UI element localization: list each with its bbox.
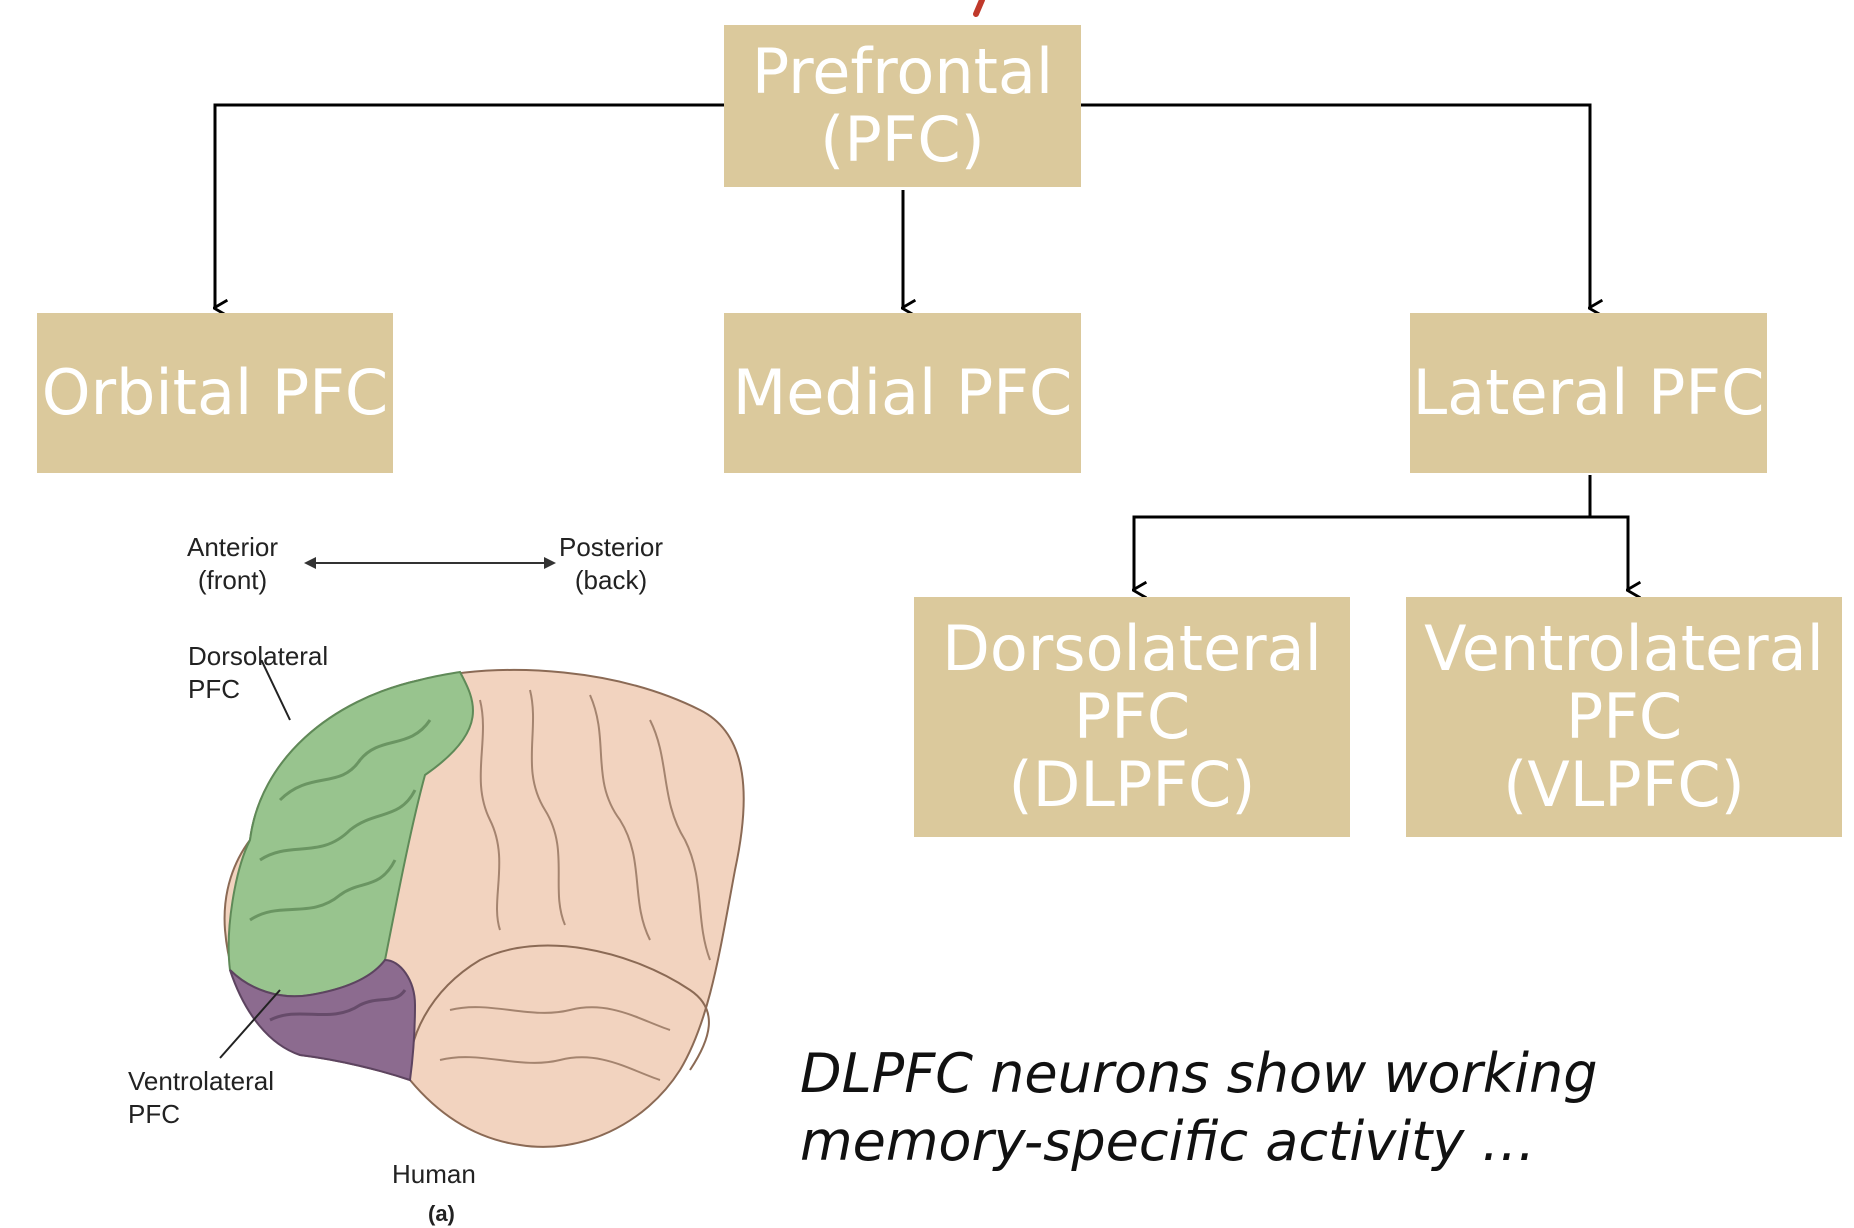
caption-line1: DLPFC neurons show working [800, 1042, 1598, 1105]
anterior-sub-text: (front) [197, 564, 268, 595]
temporal-lobe [408, 944, 710, 1081]
connector-root-to-lateral [1081, 103, 1590, 308]
box-vlpfc-line2: PFC [1565, 679, 1683, 753]
dlpfc-gyri [249, 719, 432, 922]
species-label: Human [392, 1159, 476, 1189]
ventrolateral-callout-line1: Ventrolateral [128, 1066, 274, 1096]
posterior-text: Posterior [559, 532, 664, 562]
posterior-label: Posterior (back) [559, 531, 663, 596]
ventrolateral-callout: Ventrolateral PFC [128, 1065, 274, 1130]
gyri-lines [439, 689, 711, 1081]
dorsolateral-callout-line1: Dorsolateral [188, 641, 329, 671]
title-fragment [973, 0, 985, 17]
box-vlpfc-line1: Ventrolateral [1424, 611, 1824, 685]
connector-lateral-to-vlpfc [1590, 515, 1628, 590]
box-orbital-pfc-label: Orbital PFC [41, 355, 389, 429]
dlpfc-leader-line [260, 660, 291, 721]
box-medial-pfc-label: Medial PFC [732, 355, 1073, 429]
anterior-text: Anterior [187, 532, 279, 562]
box-vlpfc: Ventrolateral PFC (VLPFC) [1406, 597, 1842, 837]
connector-lateral-to-dlpfc [1134, 515, 1590, 590]
box-vlpfc-line3: (VLPFC) [1503, 748, 1745, 822]
box-medial-pfc: Medial PFC [724, 313, 1081, 473]
connector-root-to-orbital [215, 103, 724, 308]
ventrolateral-callout-line2: PFC [128, 1098, 180, 1129]
vlpfc-gyri [269, 989, 407, 1022]
box-prefrontal: Prefrontal (PFC) [724, 25, 1081, 187]
panel-label: (a) [428, 1201, 455, 1226]
box-prefrontal-line2: (PFC) [820, 103, 985, 176]
box-prefrontal-line1: Prefrontal [751, 34, 1054, 108]
box-dlpfc-line2: PFC [1073, 679, 1191, 753]
dorsolateral-callout-line2: PFC [188, 673, 240, 704]
box-dlpfc-line3: (DLPFC) [1008, 748, 1256, 822]
caption: DLPFC neurons show working memory-specif… [800, 1040, 1800, 1175]
vlpfc-leader-line [219, 989, 281, 1059]
anterior-label: Anterior (front) [187, 531, 278, 596]
box-orbital-pfc: Orbital PFC [37, 313, 393, 473]
posterior-sub-text: (back) [574, 564, 648, 595]
dorsolateral-callout: Dorsolateral PFC [188, 640, 328, 705]
vlpfc-region [229, 958, 417, 1082]
box-lateral-pfc-label: Lateral PFC [1412, 355, 1765, 429]
box-lateral-pfc: Lateral PFC [1410, 313, 1767, 473]
brain-illustration [219, 660, 745, 1148]
anterior-posterior-arrow [304, 557, 556, 569]
box-dlpfc-line1: Dorsolateral [942, 611, 1322, 685]
caption-line2: memory-specific activity … [800, 1109, 1536, 1173]
box-dlpfc: Dorsolateral PFC (DLPFC) [914, 597, 1350, 837]
